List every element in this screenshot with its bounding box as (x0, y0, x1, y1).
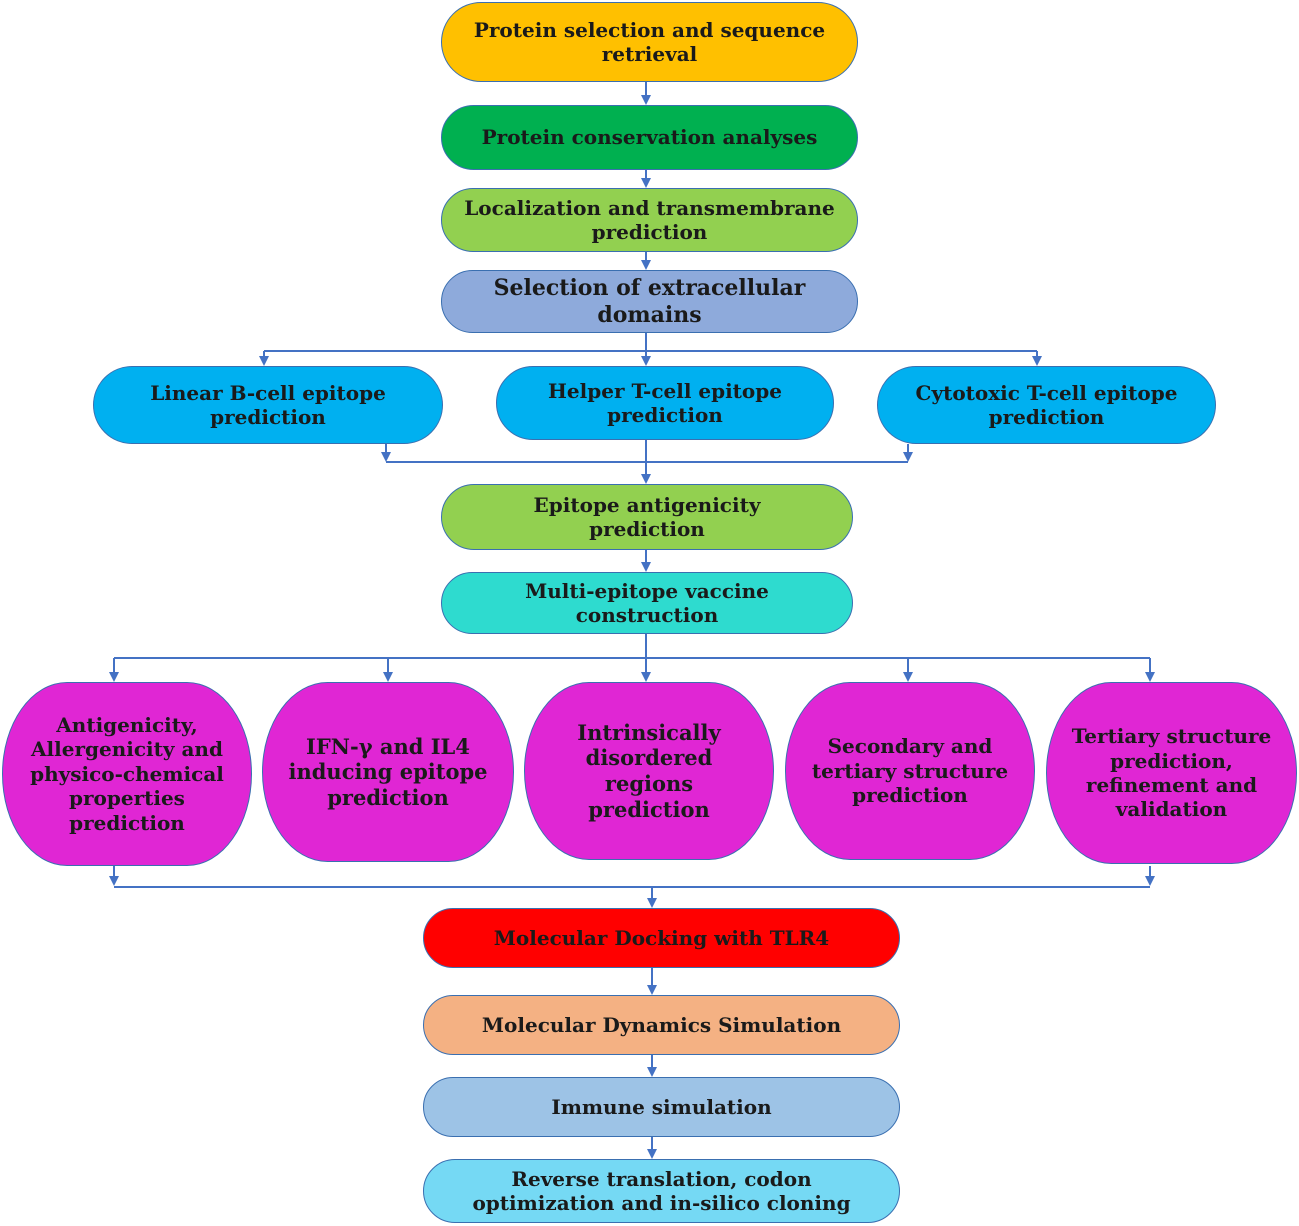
node-epitope-antigenicity: Epitope antigenicity prediction (441, 484, 853, 550)
node-localization-label: Localization and transmembrane predictio… (464, 195, 835, 244)
node-extracellular-label: Selection of extracellular domains (493, 274, 806, 328)
node-dynamics-label: Molecular Dynamics Simulation (481, 1012, 842, 1037)
node-secondary-tertiary: Secondary and tertiary structure predict… (785, 682, 1035, 860)
node-linear-bcell: Linear B-cell epitope prediction (93, 366, 443, 444)
node-cytotoxic-tcell-label: Cytotoxic T-cell epitope prediction (915, 380, 1178, 429)
node-cloning-label: Reverse translation, codon optimization … (472, 1166, 851, 1215)
node-helper-tcell: Helper T-cell epitope prediction (496, 366, 834, 440)
node-ifn-il4-label: IFN-γ and IL4 inducing epitope predictio… (288, 733, 488, 810)
node-conservation-label: Protein conservation analyses (481, 125, 818, 150)
node-disordered-label: Intrinsically disordered regions predict… (577, 719, 721, 822)
node-ifn-il4: IFN-γ and IL4 inducing epitope predictio… (262, 682, 514, 862)
node-docking-label: Molecular Docking with TLR4 (493, 925, 830, 950)
node-linear-bcell-label: Linear B-cell epitope prediction (150, 380, 386, 429)
node-protein-selection: Protein selection and sequence retrieval (441, 2, 858, 82)
node-docking: Molecular Docking with TLR4 (423, 908, 900, 968)
node-vaccine-construction: Multi-epitope vaccine construction (441, 572, 853, 634)
node-physicochemical: Antigenicity, Allergenicity and physico-… (2, 682, 252, 866)
node-secondary-tertiary-label: Secondary and tertiary structure predict… (811, 734, 1009, 808)
node-immune-simulation-label: Immune simulation (551, 1094, 772, 1119)
node-vaccine-construction-label: Multi-epitope vaccine construction (525, 578, 769, 627)
node-physicochemical-label: Antigenicity, Allergenicity and physico-… (30, 713, 224, 835)
node-immune-simulation: Immune simulation (423, 1077, 900, 1137)
node-conservation: Protein conservation analyses (441, 105, 858, 170)
node-tertiary-refinement: Tertiary structure prediction, refinemen… (1046, 682, 1297, 864)
node-helper-tcell-label: Helper T-cell epitope prediction (548, 378, 782, 427)
node-disordered: Intrinsically disordered regions predict… (524, 682, 774, 860)
node-cloning: Reverse translation, codon optimization … (423, 1159, 900, 1223)
node-cytotoxic-tcell: Cytotoxic T-cell epitope prediction (877, 366, 1216, 444)
node-epitope-antigenicity-label: Epitope antigenicity prediction (533, 492, 761, 541)
node-protein-selection-label: Protein selection and sequence retrieval (473, 17, 826, 66)
node-tertiary-refinement-label: Tertiary structure prediction, refinemen… (1071, 724, 1272, 822)
node-dynamics: Molecular Dynamics Simulation (423, 995, 900, 1055)
node-localization: Localization and transmembrane predictio… (441, 188, 858, 252)
node-extracellular: Selection of extracellular domains (441, 270, 858, 333)
